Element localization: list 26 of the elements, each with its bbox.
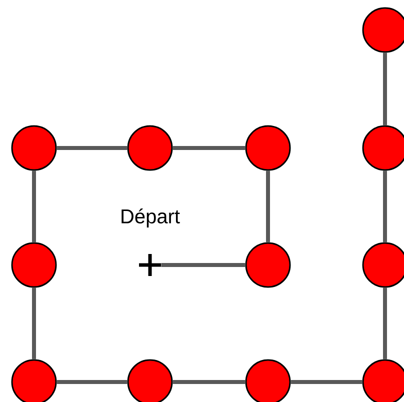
circle-node [11,242,57,288]
connector-line [266,170,270,242]
circle-node [127,125,173,171]
start-label: Départ [122,208,180,228]
circle-node [245,242,291,288]
circle-node [11,359,57,402]
connector-line [161,263,246,267]
connector-line [383,170,387,242]
circle-node [362,7,404,53]
connector-line [383,288,387,360]
connector-line [56,380,128,384]
plus-mark [139,254,161,276]
connector-line [172,146,246,150]
connector-line [32,288,36,360]
circle-node [245,125,291,171]
connector-line [56,146,128,150]
circle-node [362,242,404,288]
connector-line [172,380,246,384]
circle-node [362,359,404,402]
circle-node [127,359,173,402]
circle-node [362,125,404,171]
circle-node [245,359,291,402]
connector-line [290,380,362,384]
connector-line [32,170,36,242]
circle-node [11,125,57,171]
connector-line [383,52,387,126]
